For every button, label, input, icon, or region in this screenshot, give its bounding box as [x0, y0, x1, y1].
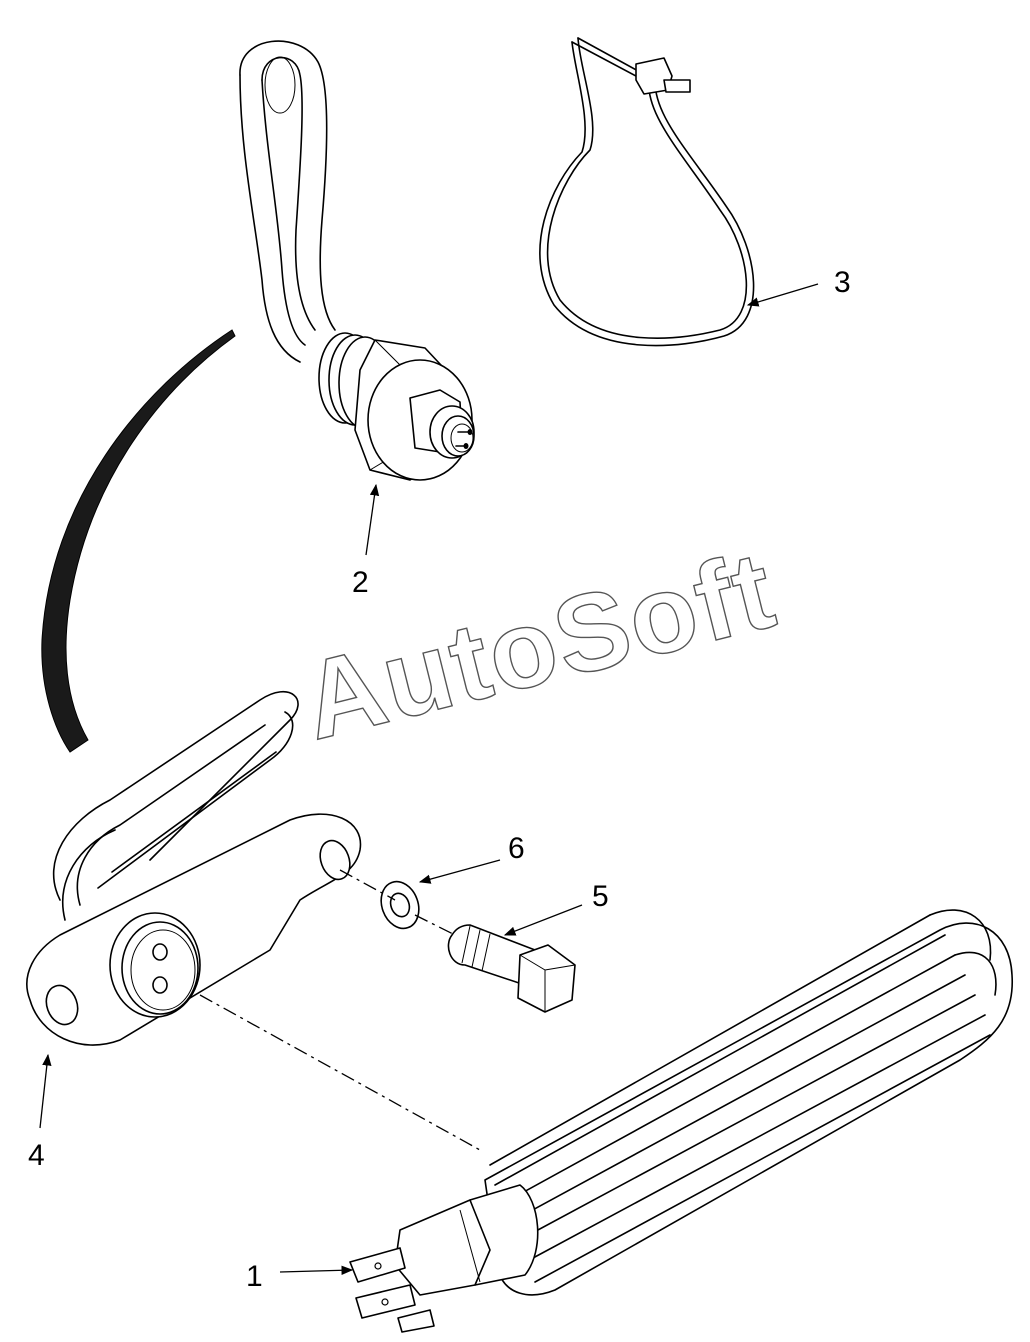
callout-5: 5: [592, 880, 609, 913]
leader-line-2: [365, 483, 380, 556]
part-1-heating-element: [349, 909, 1013, 1333]
part-5-hex-bolt: [447, 924, 576, 1013]
part-4-heater-mount-plate: [26, 690, 362, 1046]
alignment-line-hole-to-bolt: [339, 869, 456, 936]
watermark: AutoSoft: [291, 528, 787, 764]
leader-line-1: [279, 1265, 354, 1275]
callout-6: 6: [508, 832, 525, 865]
leader-line-5: [503, 904, 583, 936]
callout-2: 2: [352, 566, 369, 599]
curved-arrow-sweep: [41, 329, 236, 753]
part-2-immersion-heater: [239, 40, 475, 481]
leader-line-4: [39, 1053, 52, 1129]
part-3-retaining-strap: [539, 37, 755, 347]
leader-line-6: [418, 859, 501, 884]
leader-line-3: [746, 283, 819, 307]
part-6-washer: [380, 880, 420, 930]
callout-4: 4: [28, 1139, 45, 1172]
alignment-line-plate-to-element: [199, 994, 481, 1151]
callout-1: 1: [246, 1260, 263, 1293]
callout-3: 3: [834, 266, 851, 299]
